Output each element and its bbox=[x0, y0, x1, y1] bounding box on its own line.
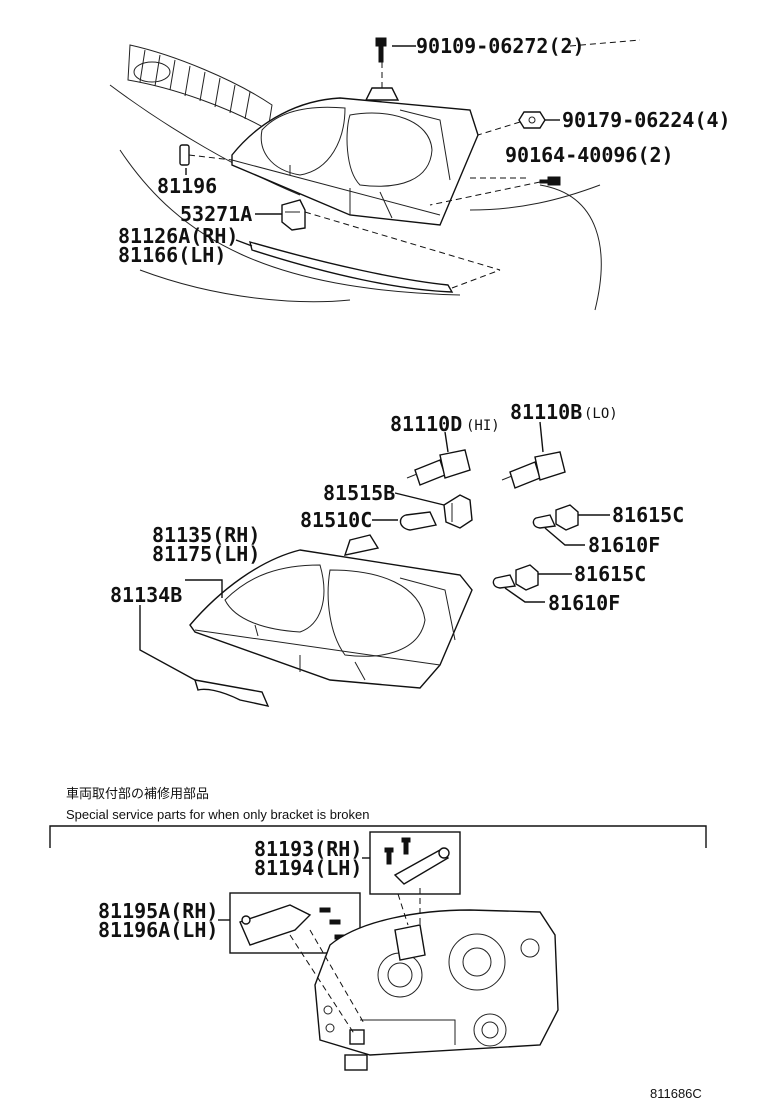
hood-line bbox=[109, 84, 301, 196]
bolt-90109 bbox=[375, 37, 387, 63]
leader-81134B bbox=[139, 605, 196, 681]
bumper-line bbox=[119, 149, 461, 296]
label-81166: 81166(LH) bbox=[118, 243, 226, 267]
label-81110D-note: (HI) bbox=[466, 418, 500, 434]
retainer-53271A bbox=[281, 199, 306, 231]
clip-leader bbox=[188, 154, 233, 161]
label-81134B: 81134B bbox=[110, 583, 182, 607]
bulb-lo-81110B bbox=[501, 451, 566, 489]
label-53271A: 53271A bbox=[180, 202, 252, 226]
label-81110B: 81110B bbox=[510, 400, 582, 424]
bracket-81193-leader bbox=[397, 893, 409, 926]
label-81195A: 81195A(RH) bbox=[98, 899, 218, 923]
label-81610F-upper: 81610F bbox=[588, 533, 660, 557]
nut-leader bbox=[477, 121, 521, 136]
screw-90164 bbox=[539, 176, 561, 186]
bracket-81193 bbox=[384, 837, 450, 885]
label-81610F-lower: 81610F bbox=[548, 591, 620, 615]
leader-81610F-lower bbox=[504, 587, 545, 603]
bulb-hi-81110D bbox=[406, 449, 471, 486]
bracket-81195A-box bbox=[229, 892, 361, 954]
leader-81110B bbox=[539, 421, 544, 453]
moulding-strip bbox=[249, 240, 454, 293]
leader-81110D bbox=[444, 431, 449, 453]
headlamp-installed bbox=[231, 97, 479, 226]
socket-81515B bbox=[443, 494, 473, 529]
note-english: Special service parts for when only brac… bbox=[66, 807, 369, 822]
moulding-leader bbox=[451, 269, 501, 289]
label-81194: 81194(LH) bbox=[254, 856, 362, 880]
mount-boss bbox=[364, 87, 400, 101]
label-90109: 90109-06272(2) bbox=[416, 34, 585, 58]
socket-81615C-lower bbox=[515, 564, 539, 591]
bulb-81610F-lower bbox=[492, 574, 517, 589]
label-81510C: 81510C bbox=[300, 508, 372, 532]
lens-81134B bbox=[194, 679, 270, 707]
label-81196A: 81196A(LH) bbox=[98, 918, 218, 942]
bulb-81510C bbox=[399, 511, 438, 531]
headlamp-rear-view bbox=[314, 909, 559, 1071]
note-japanese: 車両取付部の補修用部品 bbox=[66, 786, 209, 801]
label-81615C-upper: 81615C bbox=[612, 503, 684, 527]
socket-81615C-upper bbox=[555, 504, 579, 531]
fender-line bbox=[139, 269, 351, 303]
leader-81610F-upper bbox=[544, 527, 585, 546]
leader-90109-ext bbox=[569, 39, 641, 47]
headlamp-exploded-view bbox=[139, 421, 610, 707]
bracket-81193-box bbox=[369, 831, 461, 895]
service-parts-view bbox=[218, 831, 559, 1071]
label-81515B: 81515B bbox=[323, 481, 395, 505]
label-81110D: 81110D bbox=[390, 412, 462, 436]
bracket-81195A-leader-2 bbox=[309, 929, 366, 1026]
bulb-81610F-upper bbox=[532, 514, 557, 529]
grille-bars bbox=[139, 49, 251, 120]
fender-curve bbox=[539, 184, 602, 311]
label-81110B-note: (LO) bbox=[584, 406, 618, 422]
label-90179: 90179-06224(4) bbox=[562, 108, 731, 132]
bracket-81195A bbox=[239, 904, 346, 946]
label-81135: 81135(RH) bbox=[152, 523, 260, 547]
label-81126A: 81126A(RH) bbox=[118, 224, 238, 248]
leader-81126 bbox=[235, 239, 253, 247]
label-81193: 81193(RH) bbox=[254, 837, 362, 861]
service-frame bbox=[49, 825, 707, 848]
leader-81135 bbox=[185, 579, 223, 598]
clip-81196 bbox=[179, 144, 190, 166]
fender-edge bbox=[469, 184, 601, 211]
label-90164: 90164-40096(2) bbox=[505, 143, 674, 167]
retainer-leader bbox=[304, 211, 501, 271]
figure-code: 811686C bbox=[650, 1086, 702, 1101]
headlamp-81135 bbox=[189, 534, 473, 689]
grille-outline bbox=[127, 44, 273, 131]
screw-leader bbox=[429, 181, 541, 206]
label-81615C-lower: 81615C bbox=[574, 562, 646, 586]
vehicle-installation-view bbox=[109, 37, 641, 311]
label-81175: 81175(LH) bbox=[152, 542, 260, 566]
label-81196: 81196 bbox=[157, 174, 217, 198]
leader-81515B bbox=[394, 492, 445, 506]
nut-90179 bbox=[518, 111, 546, 129]
emblem bbox=[133, 61, 171, 83]
